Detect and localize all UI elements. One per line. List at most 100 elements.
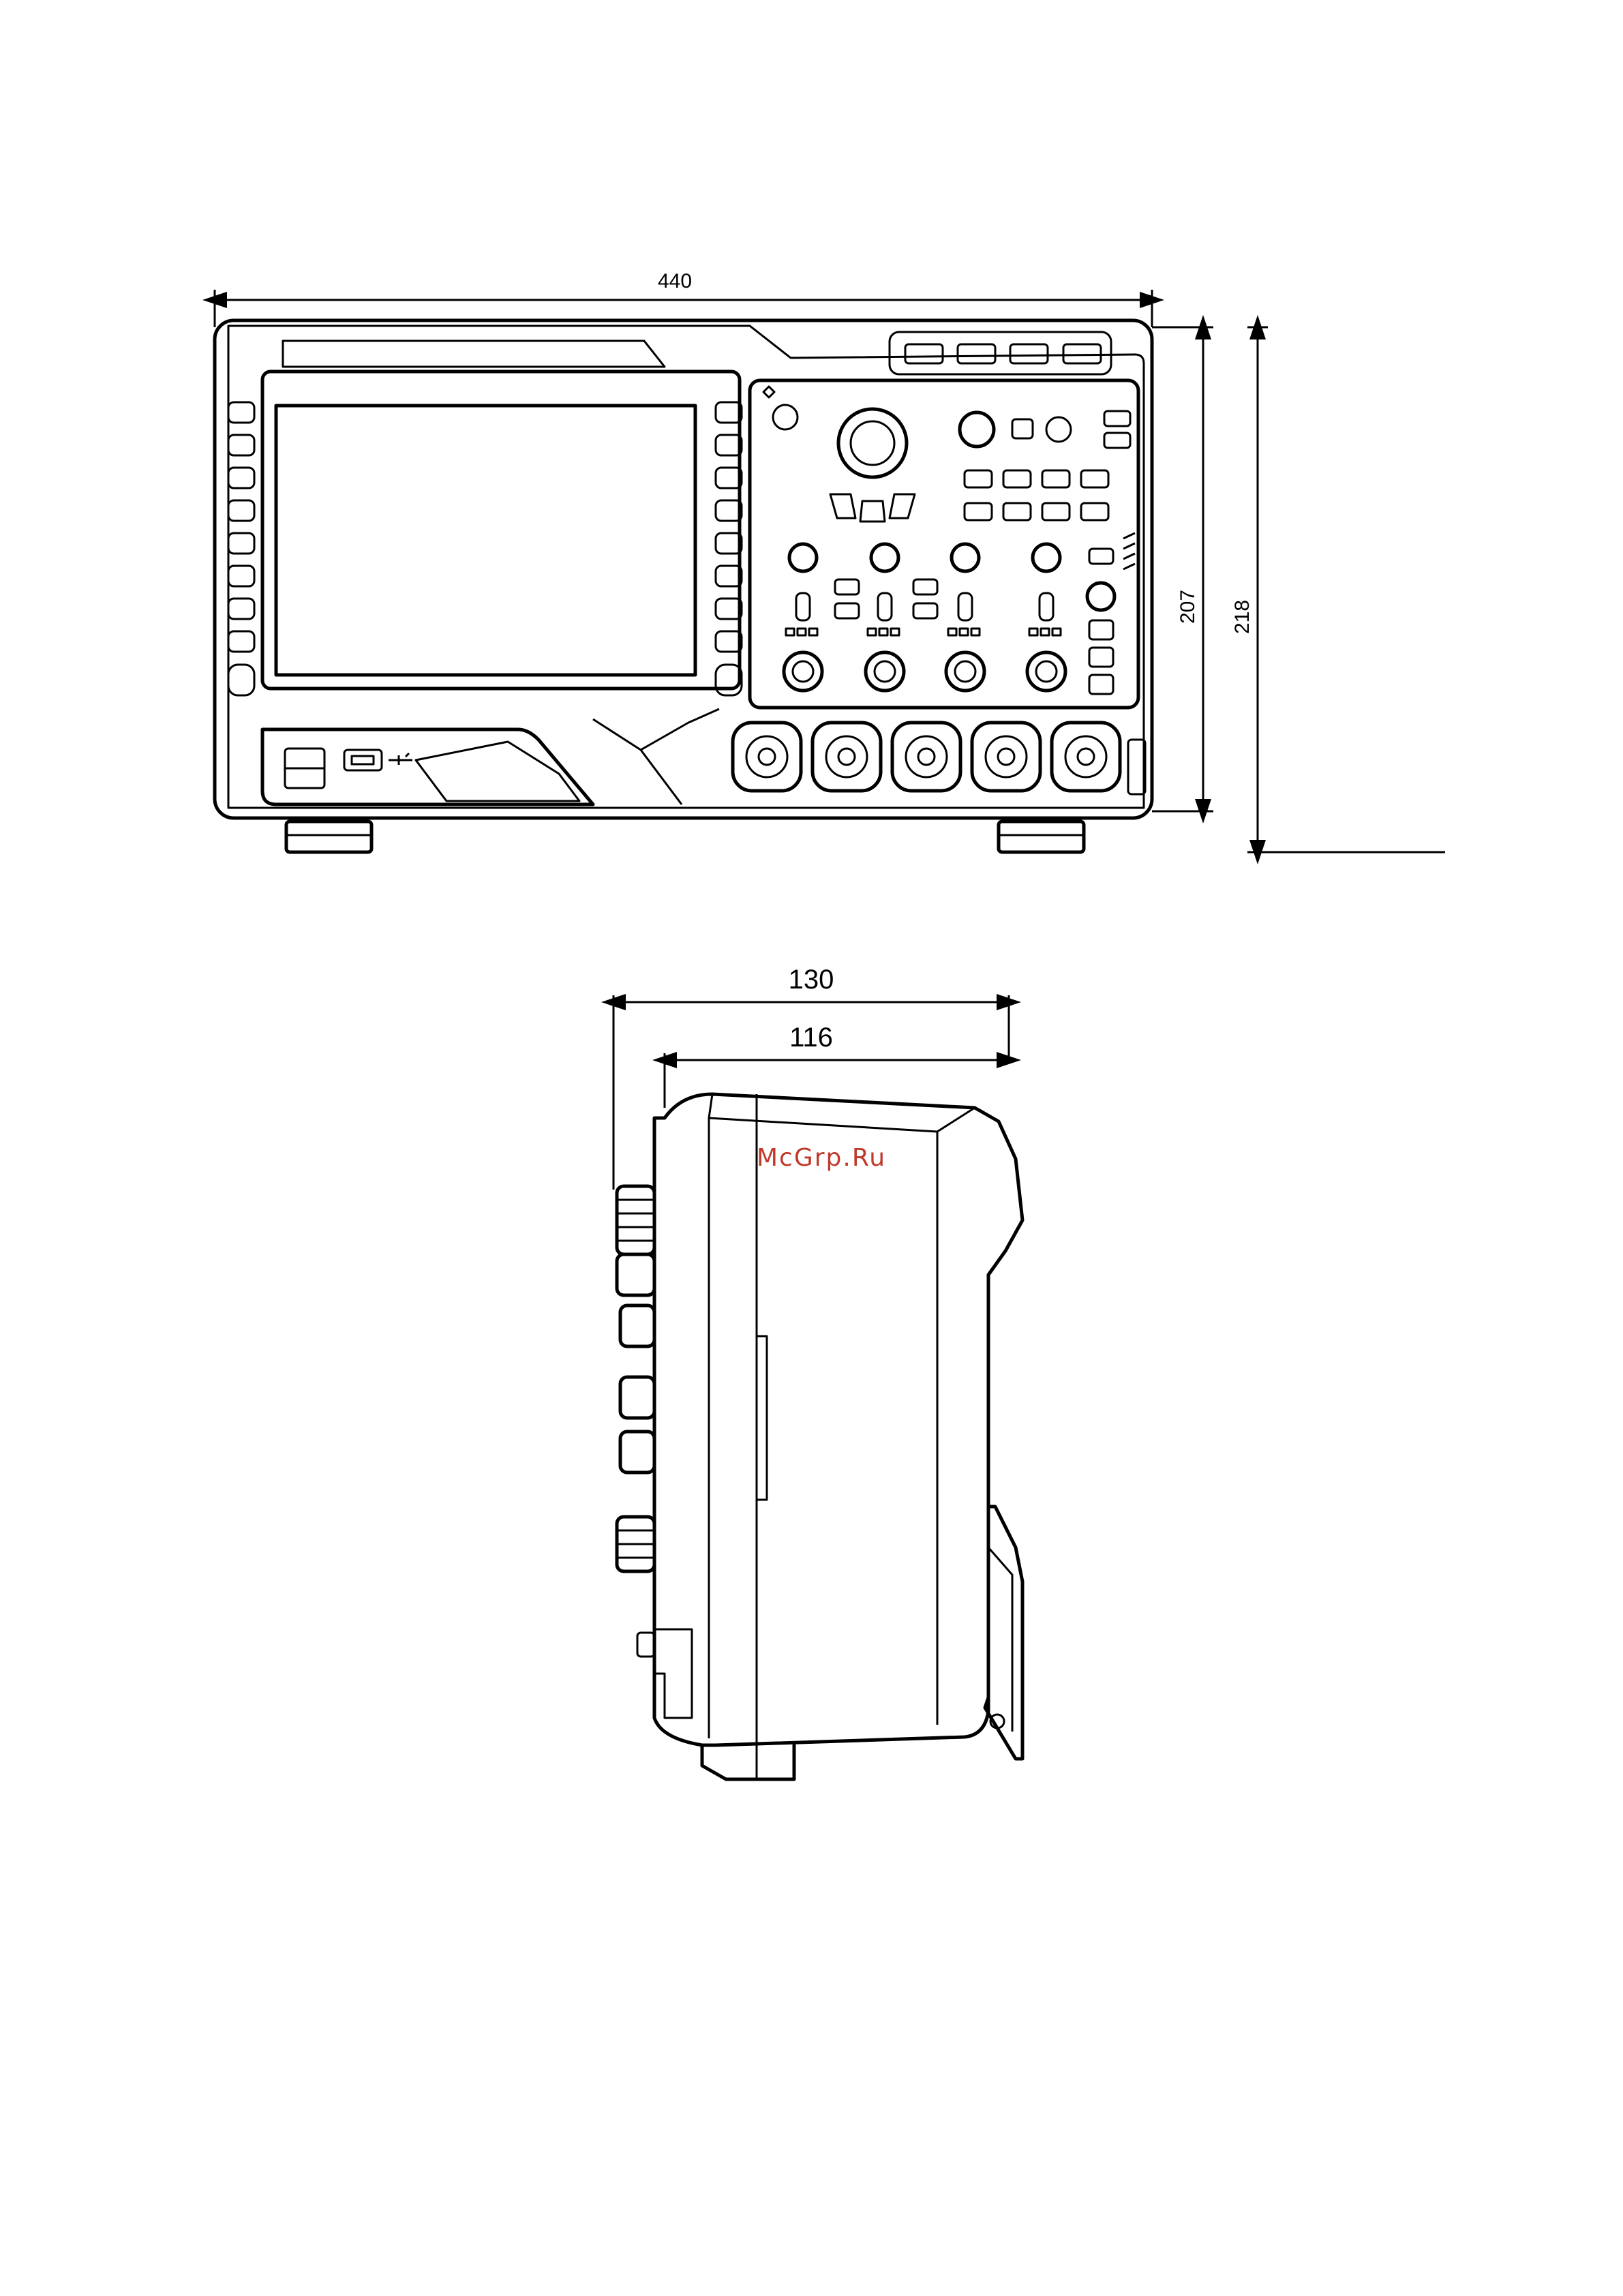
ch3-bnc-connector[interactable]: [892, 723, 960, 791]
auto-button[interactable]: [1089, 675, 1113, 694]
top-label-strip: [283, 341, 665, 367]
left-softkey-5[interactable]: [228, 533, 254, 554]
side-power-button: [637, 1633, 654, 1657]
panel-diamond-icon: [763, 387, 774, 397]
ch3-button[interactable]: [958, 593, 972, 620]
side-knob-1: [620, 1305, 654, 1346]
function-button[interactable]: [1081, 470, 1108, 487]
overall-height-dimension: 218: [1231, 327, 1445, 852]
right-softkey-7[interactable]: [716, 599, 742, 619]
right-softkey-1[interactable]: [716, 402, 742, 423]
side-foot: [702, 1745, 794, 1779]
function-button[interactable]: [1042, 503, 1070, 520]
side-handle-slot: [757, 1336, 767, 1500]
run-stop-button[interactable]: [1089, 620, 1113, 639]
ch2-position-knob[interactable]: [871, 544, 898, 571]
side-knob-2: [620, 1377, 654, 1418]
front-foot-left: [286, 821, 371, 852]
ch4-button[interactable]: [1040, 593, 1053, 620]
jog-wheel[interactable]: [838, 409, 907, 477]
front-foot-right: [999, 821, 1084, 852]
function-button-grid: [965, 470, 1108, 520]
left-softkey-1[interactable]: [228, 402, 254, 423]
right-softkey-5[interactable]: [716, 533, 742, 554]
probe-comp-terminal[interactable]: [1128, 740, 1145, 794]
left-softkey-3[interactable]: [228, 468, 254, 488]
small-button-a[interactable]: [1012, 419, 1033, 438]
ch2-scale-knob[interactable]: [866, 652, 904, 691]
width-dimension: 440: [215, 270, 1152, 327]
right-softkey-4[interactable]: [716, 500, 742, 521]
small-knob[interactable]: [773, 405, 798, 429]
function-button[interactable]: [1003, 503, 1031, 520]
ch4-bnc-connector[interactable]: [972, 723, 1040, 791]
function-button[interactable]: [965, 470, 992, 487]
function-button[interactable]: [1003, 470, 1031, 487]
ch2-scale-knob-inner: [875, 661, 895, 682]
side-front-bottom: [654, 1629, 692, 1718]
vent-lines-icon: [1123, 533, 1135, 569]
function-button[interactable]: [1042, 470, 1070, 487]
decode-button[interactable]: [913, 579, 937, 594]
jog-wheel-inner: [851, 421, 894, 465]
usb-port[interactable]: [344, 750, 382, 770]
ch3-scale-knob[interactable]: [946, 652, 984, 691]
top-button-2[interactable]: [958, 344, 995, 363]
left-softkey-2[interactable]: [228, 435, 254, 455]
watermark: McGrp.Ru: [757, 1144, 886, 1172]
display-screen: [276, 406, 695, 675]
ch3-scale-knob-inner: [955, 661, 975, 682]
right-softkey-8[interactable]: [716, 631, 742, 652]
ch1-button[interactable]: [796, 593, 810, 620]
side-bnc-1: [617, 1186, 654, 1254]
inner-depth-label: 116: [789, 1023, 833, 1053]
left-softkey-8[interactable]: [228, 631, 254, 652]
ch1-scale-knob[interactable]: [784, 652, 822, 691]
side-view: 130 116: [613, 965, 1022, 1779]
trigger-level-knob[interactable]: [1087, 583, 1114, 610]
left-softkey-9[interactable]: [228, 665, 254, 695]
ch2-button[interactable]: [878, 593, 892, 620]
channel-indicators: [786, 629, 1061, 635]
front-view: 440 207 218: [215, 270, 1445, 852]
left-softkey-4[interactable]: [228, 500, 254, 521]
la-button[interactable]: [913, 603, 937, 618]
side-button-b[interactable]: [1104, 433, 1130, 448]
instrument-outline: [215, 320, 1152, 818]
ch4-position-knob[interactable]: [1033, 544, 1060, 571]
nav-button-center[interactable]: [860, 501, 885, 522]
overall-height-label: 218: [1231, 600, 1254, 634]
left-softkey-6[interactable]: [228, 566, 254, 586]
right-softkey-3[interactable]: [716, 468, 742, 488]
ch2-bnc-connector[interactable]: [813, 723, 881, 791]
single-button[interactable]: [1089, 648, 1113, 667]
horizontal-knob[interactable]: [960, 412, 994, 447]
right-softkeys: [716, 402, 742, 695]
top-button-1[interactable]: [905, 344, 943, 363]
ext-trig-bnc-connector[interactable]: [1052, 723, 1120, 791]
math-button[interactable]: [835, 579, 859, 594]
right-softkey-9[interactable]: [716, 665, 742, 695]
nav-button-left[interactable]: [830, 494, 855, 518]
left-softkey-7[interactable]: [228, 599, 254, 619]
top-button-3[interactable]: [1010, 344, 1048, 363]
side-button-a[interactable]: [1104, 411, 1130, 426]
small-knob-b[interactable]: [1046, 417, 1071, 442]
ch1-bnc-connector[interactable]: [733, 723, 801, 791]
function-button[interactable]: [1081, 503, 1108, 520]
nav-button-right[interactable]: [890, 494, 915, 518]
right-softkey-2[interactable]: [716, 435, 742, 455]
side-bnc-2: [617, 1254, 654, 1295]
trigger-button[interactable]: [1089, 549, 1113, 564]
function-button[interactable]: [965, 503, 992, 520]
ch1-scale-knob-inner: [793, 661, 813, 682]
ref-button[interactable]: [835, 603, 859, 618]
ch3-position-knob[interactable]: [952, 544, 979, 571]
right-softkey-6[interactable]: [716, 566, 742, 586]
height-dimension: 207: [1152, 327, 1213, 811]
ch4-scale-knob[interactable]: [1027, 652, 1065, 691]
top-button-4[interactable]: [1063, 344, 1101, 363]
usb-front-recess: [262, 729, 593, 804]
ch1-position-knob[interactable]: [789, 544, 817, 571]
